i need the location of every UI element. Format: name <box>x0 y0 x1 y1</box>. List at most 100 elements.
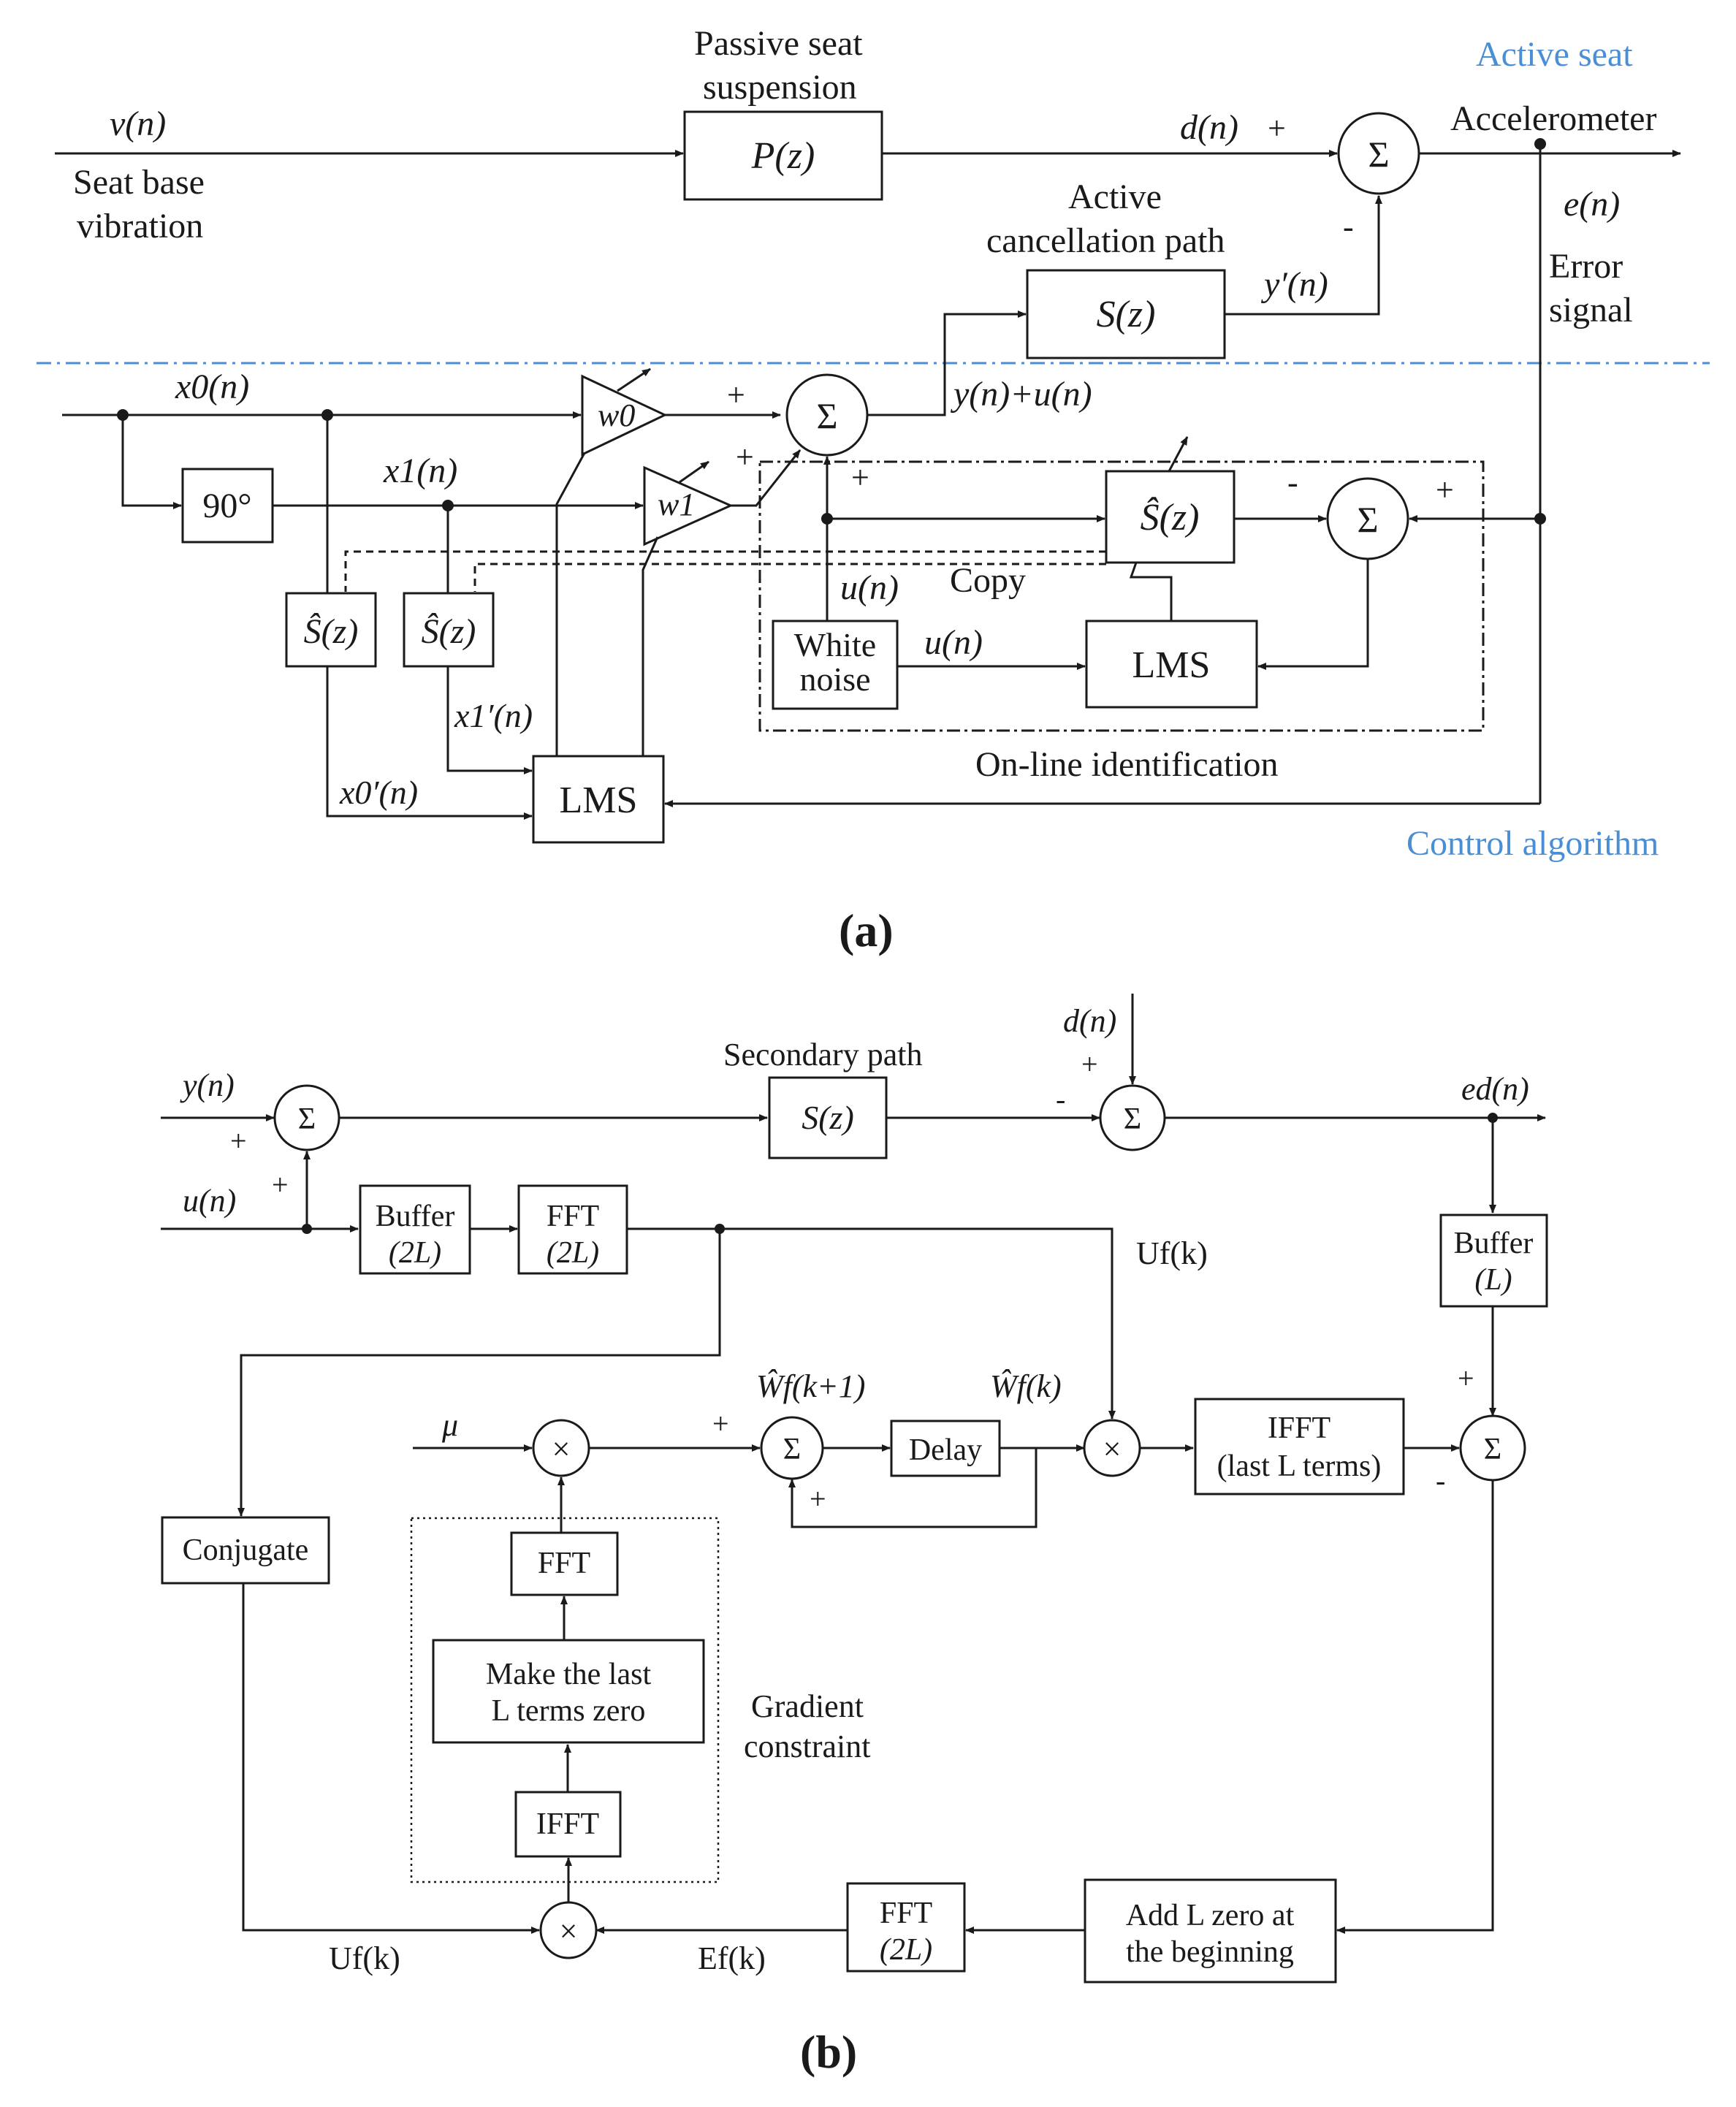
x1prime-line <box>446 666 533 774</box>
phase-shift-block <box>181 468 274 544</box>
yu-label: y(n)+u(n) <box>950 375 1092 414</box>
white-noise-block <box>772 620 899 710</box>
fft-2l-bottom-block <box>846 1882 966 1973</box>
error-to-addzero-line <box>1336 1480 1494 1934</box>
buffer-l-label-1: Buffer <box>1454 1227 1534 1260</box>
dn-label: d(n) <box>1180 108 1238 147</box>
sum-junction-online-sigma: Σ <box>1357 499 1378 540</box>
error-signal-label-2: signal <box>1549 291 1633 329</box>
w0-plus-sign: + <box>727 377 745 413</box>
passive-suspension-label-2: suspension <box>703 68 857 107</box>
shat-online-block <box>1105 470 1236 564</box>
mult-junction-wf-symbol: × <box>1103 1431 1122 1467</box>
white-noise-label-1: White <box>794 626 876 663</box>
x0prime-line <box>326 666 533 820</box>
active-seat-label: Active seat <box>1476 35 1633 74</box>
fft-2l-label-1: FFT <box>547 1200 599 1233</box>
error-branch-dot-mid <box>1534 513 1546 525</box>
conjugate-to-mult-line <box>242 1583 540 1934</box>
shat-minus-sign: - <box>1287 465 1298 500</box>
shat-adapt-arrow <box>1168 436 1189 472</box>
wf-k-label: Ŵf(k) <box>990 1368 1062 1404</box>
fft-2l-label-2: (2L) <box>547 1236 599 1270</box>
lms-online-label: LMS <box>1132 644 1211 686</box>
feedback-plus-sign: + <box>810 1482 826 1515</box>
fft-2l-bottom-label-1: FFT <box>880 1897 932 1930</box>
x0-label: x0(n) <box>175 367 249 406</box>
wf-next-label: Ŵf(k+1) <box>756 1368 865 1404</box>
en-label: e(n) <box>1564 185 1620 224</box>
ifft-block-b-label: IFFT <box>536 1807 599 1841</box>
sum-junction-top-sigma: Σ <box>1368 134 1389 175</box>
un-plus-sign-b: + <box>272 1168 289 1201</box>
panel-a: Active seat Control algorithm v(n) Seat … <box>37 24 1710 863</box>
yn-plus-sign: + <box>230 1124 247 1157</box>
fft-2l-block <box>517 1184 628 1275</box>
online-error-to-lms <box>1257 559 1369 670</box>
panel-a-caption: (a) <box>839 904 894 956</box>
make-zero-label-1: Make the last <box>486 1658 652 1691</box>
buffer-2l-label-1: Buffer <box>376 1200 455 1233</box>
accelerometer-label: Accelerometer <box>1450 99 1656 138</box>
conjugate-label: Conjugate <box>183 1533 309 1567</box>
fft-block-b <box>510 1531 619 1596</box>
ed-label: ed(n) <box>1461 1071 1529 1107</box>
uf-bottom-label: Uf(k) <box>329 1940 400 1976</box>
sum-junction-b4-sigma: Σ <box>1484 1433 1501 1466</box>
dn-plus-sign: + <box>1268 110 1286 146</box>
w1-weight <box>643 465 734 546</box>
sz-block-b <box>768 1076 888 1159</box>
add-zero-label-1: Add L zero at <box>1126 1899 1295 1932</box>
x0-to-phase-line <box>121 415 182 509</box>
uf-label: Uf(k) <box>1136 1235 1208 1271</box>
ef-label: Ef(k) <box>698 1940 766 1976</box>
mu-label: μ <box>441 1407 458 1443</box>
copy-label: Copy <box>950 561 1026 600</box>
online-identification-box <box>758 460 1485 732</box>
passive-suspension-label-1: Passive seat <box>694 24 863 63</box>
add-zero-block <box>1084 1878 1337 1984</box>
fft-block-b-label: FFT <box>538 1547 590 1580</box>
white-noise-label-2: noise <box>799 660 870 698</box>
un-label-mid: u(n) <box>924 623 983 662</box>
uf-to-conjugate-line <box>237 1229 721 1517</box>
copy-dashed-line <box>344 550 1106 592</box>
phase-shift-label: 90° <box>202 487 251 525</box>
lms-main-label: LMS <box>560 780 638 821</box>
lms-main-block <box>532 755 665 844</box>
conjugate-block <box>161 1516 330 1585</box>
vn-label: v(n) <box>110 104 166 143</box>
delay-block <box>890 1420 1001 1477</box>
ifft-last-label-1: IFFT <box>1268 1411 1330 1445</box>
buffer-2l-label-2: (2L) <box>389 1236 441 1270</box>
mult-plus-sign: + <box>712 1407 729 1440</box>
ifft-minus-sign: - <box>1436 1464 1445 1497</box>
w1-adapt-arrow <box>679 460 709 484</box>
sum-junction-b2-sigma: Σ <box>1124 1102 1141 1136</box>
sz-block-a <box>1026 269 1226 359</box>
pz-block-label: P(z) <box>751 135 815 177</box>
gradient-label-1: Gradient <box>751 1688 864 1724</box>
active-canc-label-2: cancellation path <box>986 221 1225 260</box>
seat-base-label-1: Seat base <box>73 163 205 202</box>
shat-filter-x0 <box>285 592 377 668</box>
make-zero-label-2: L terms zero <box>492 1694 646 1728</box>
panel-b-caption: (b) <box>800 2026 857 2078</box>
lms-to-w0-line <box>555 452 586 756</box>
yu-line <box>867 310 1027 416</box>
pz-block <box>683 110 883 201</box>
delay-feedback-line <box>788 1448 1038 1528</box>
x1-label: x1(n) <box>383 452 457 490</box>
shat-online-label: Ŝ(z) <box>1141 496 1200 538</box>
make-zero-block <box>432 1639 705 1744</box>
ifft-block-b <box>514 1791 622 1858</box>
fft-2l-bottom-label-2: (2L) <box>880 1933 932 1967</box>
x1prime-label: x1′(n) <box>454 697 533 734</box>
sum-junction-b3-sigma: Σ <box>783 1433 801 1466</box>
yprime-label: y′(n) <box>1260 265 1328 304</box>
w0-label: w0 <box>598 397 635 433</box>
shat-filter-x0-label: Ŝ(z) <box>304 611 359 651</box>
lms-to-w1-line <box>642 536 659 756</box>
un-label-b: u(n) <box>183 1183 236 1219</box>
